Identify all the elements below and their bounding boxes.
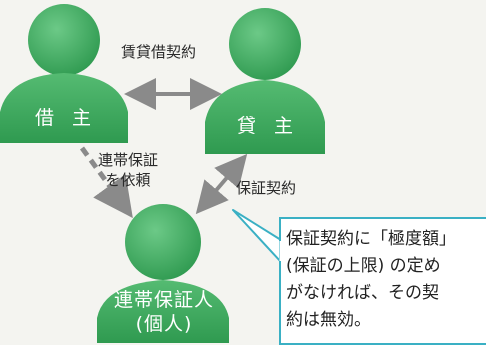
guarantor-head [125,204,201,280]
guarantor-body [97,280,229,343]
borrower-figure [0,4,128,143]
callout-line: がなければ、その契 [286,283,439,303]
guarantor-label-line1: 連帯保証人 [113,289,215,311]
lease-contract-label: 賃貸借契約 [121,43,197,61]
callout-text: 保証契約に「極度額」 (保証の上限) の定め がなければ、その契 約は無効。 [286,226,456,334]
borrower-label: 借 主 [34,107,98,129]
lender-figure [205,8,325,154]
callout-line: (保証の上限) の定め [286,256,441,276]
guarantee-request-arrow [79,146,133,219]
lender-label: 貸 主 [236,115,300,137]
callout-line: 保証契約に「極度額」 [286,229,456,249]
lender-head [229,8,301,80]
lender-body [205,80,325,154]
guarantee-request-line2: を依頼 [105,171,151,189]
borrower-head [28,4,100,76]
guarantee-contract-label: 保証契約 [236,179,297,197]
guarantee-contract-arrow [195,153,248,215]
callout-line: 約は無効。 [286,310,371,330]
borrower-body [0,73,128,143]
guarantor-label-line2: (個人) [135,313,193,335]
guarantee-request-line1: 連帯保証 [98,151,159,169]
guarantor-figure [97,204,229,343]
guarantee-request-label: 連帯保証 を依頼 [98,150,158,190]
guarantor-label: 連帯保証人 (個人) [114,288,214,336]
